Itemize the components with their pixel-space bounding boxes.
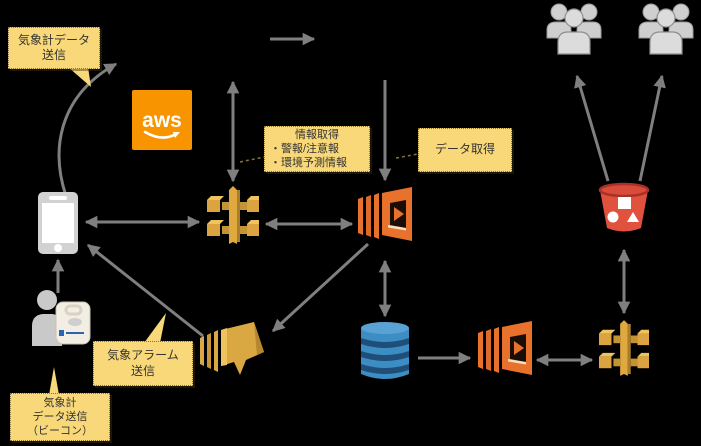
callout-line: 気象アラーム bbox=[107, 348, 179, 363]
callout-line: 情報取得 bbox=[295, 128, 339, 141]
aws-logo: aws bbox=[132, 90, 192, 150]
person-with-sensor-icon bbox=[32, 290, 91, 346]
callout-info-fetch: 情報取得 ・警報/注意報 ・環境予測情報 bbox=[264, 126, 370, 172]
users-icon bbox=[638, 3, 694, 55]
callout-beacon-send: 気象計 データ送信 （ビーコン） bbox=[10, 393, 110, 441]
lambda-icon bbox=[358, 187, 412, 241]
lambda-icon bbox=[478, 321, 532, 375]
callout-line: 気象計データ bbox=[17, 32, 90, 47]
aws-logo-text: aws bbox=[142, 109, 182, 132]
callout-tail bbox=[68, 67, 91, 87]
smartphone-icon bbox=[38, 192, 78, 254]
dynamodb-icon bbox=[361, 322, 409, 379]
leader-info-fetch bbox=[239, 156, 265, 163]
callout-line: 気象計 bbox=[43, 396, 77, 409]
users-icon bbox=[546, 3, 602, 55]
api-gateway-icon bbox=[207, 186, 259, 244]
callout-line: 送信 bbox=[130, 363, 155, 378]
callout-sensor-data-send: 気象計データ 送信 bbox=[8, 27, 100, 69]
s3-bucket-icon bbox=[598, 182, 650, 232]
callout-weather-alarm-send: 気象アラーム 送信 bbox=[93, 341, 193, 386]
callout-line: ・環境予測情報 bbox=[270, 157, 347, 170]
callout-line: 送信 bbox=[41, 48, 66, 62]
callout-line: データ送信 bbox=[32, 410, 88, 423]
arrow-s3-users-left bbox=[574, 74, 610, 182]
api-gateway-icon bbox=[598, 320, 650, 376]
callout-line: （ビーコン） bbox=[27, 425, 93, 438]
arrow-lambda-sns bbox=[271, 242, 370, 333]
arrow-sns-phone bbox=[87, 243, 204, 338]
leader-data-fetch bbox=[395, 153, 419, 159]
callout-tail bbox=[144, 313, 166, 343]
sns-icon bbox=[200, 322, 264, 375]
callout-data-fetch: データ取得 bbox=[418, 128, 512, 172]
callout-tail bbox=[49, 367, 59, 395]
arrow-s3-users-right bbox=[638, 74, 666, 182]
arrow-phone-to-cloud bbox=[57, 62, 118, 197]
callout-line: ・警報/注意報 bbox=[270, 142, 340, 155]
callout-line: データ取得 bbox=[434, 142, 495, 157]
